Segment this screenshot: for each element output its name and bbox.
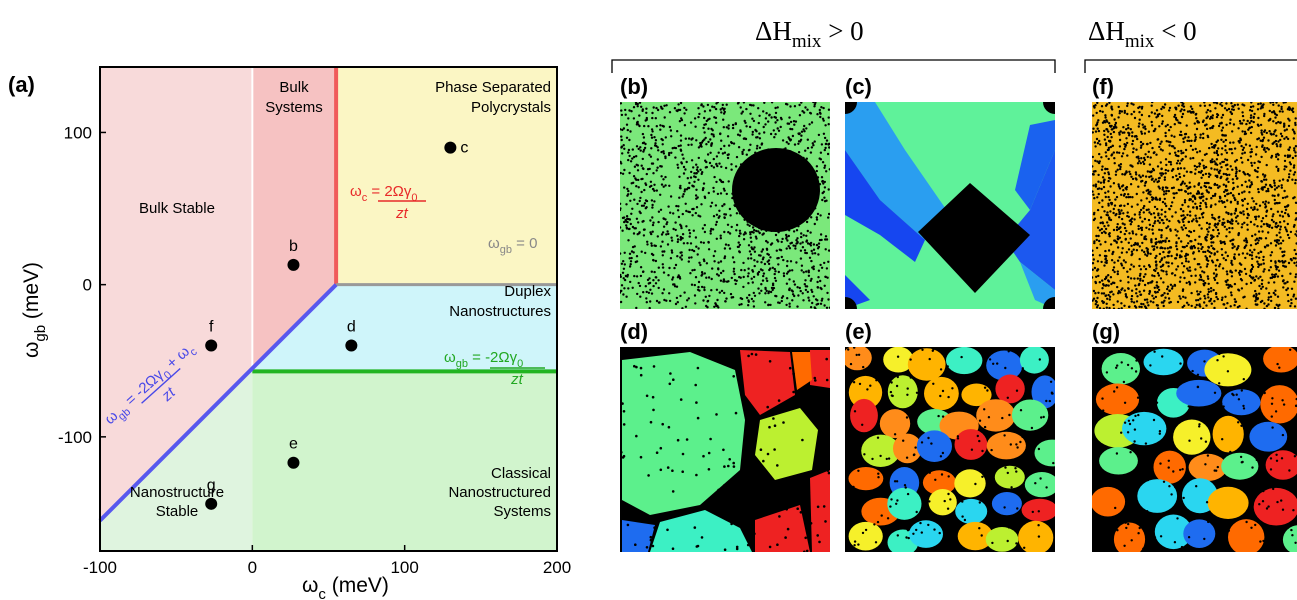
data-point-label-d: d bbox=[347, 319, 356, 336]
data-point-c bbox=[444, 141, 457, 154]
svg-text:ωgb = 0: ωgb = 0 bbox=[488, 235, 537, 256]
svg-text:ΔHmix > 0: ΔHmix > 0 bbox=[755, 16, 864, 52]
microstructure-c bbox=[845, 102, 1055, 309]
data-point-label-b: b bbox=[289, 238, 298, 255]
label-bulk-stable: Bulk Stable bbox=[139, 200, 215, 217]
label-f: (f) bbox=[1092, 74, 1114, 99]
y-axis-label: ωgb (meV) bbox=[20, 262, 49, 358]
equation-green: ωgb = -2Ωγ0 zt bbox=[444, 349, 545, 388]
data-point-d bbox=[345, 339, 358, 352]
data-point-f bbox=[205, 339, 218, 352]
data-point-label-f: f bbox=[209, 319, 214, 336]
label-g: (g) bbox=[1092, 319, 1120, 344]
x-tick-label: 200 bbox=[543, 558, 571, 577]
label-c: (c) bbox=[845, 74, 872, 99]
region-duplex bbox=[252, 284, 558, 372]
data-point-label-g: g bbox=[207, 477, 216, 494]
header-positive: ΔHmix > 0 bbox=[611, 16, 1056, 73]
svg-text:ΔHmix < 0: ΔHmix < 0 bbox=[1088, 16, 1197, 52]
label-e: (e) bbox=[845, 319, 872, 344]
label-d: (d) bbox=[620, 319, 648, 344]
label-nano-stable-2: Stable bbox=[156, 503, 199, 520]
svg-text:zt: zt bbox=[510, 371, 524, 388]
equation-wc: ωc = 2Ωγ0 zt bbox=[350, 183, 426, 222]
label-nano-stable-1: Nanostructure bbox=[130, 484, 224, 501]
data-point-b bbox=[287, 258, 300, 271]
microstructure-f bbox=[1092, 102, 1297, 309]
label-duplex-1: Duplex bbox=[504, 283, 551, 300]
svg-text:zt: zt bbox=[395, 205, 409, 222]
label-phase-sep-2: Polycrystals bbox=[471, 99, 551, 116]
header-negative: ΔHmix < 0 bbox=[1084, 16, 1297, 73]
x-axis-label: ωc (meV) bbox=[302, 574, 389, 600]
svg-text:ωgb = -2Ωγ0: ωgb = -2Ωγ0 bbox=[444, 349, 523, 370]
label-bulk-systems-2: Systems bbox=[265, 99, 323, 116]
label-classical-1: Classical bbox=[491, 465, 551, 482]
boundary-blue bbox=[98, 283, 338, 522]
data-points: b c d e f g bbox=[205, 140, 468, 510]
x-tick-label: -100 bbox=[83, 558, 117, 577]
data-point-g bbox=[205, 497, 218, 510]
y-tick-label: -100 bbox=[58, 428, 92, 447]
panel-a-label: (a) bbox=[8, 72, 35, 97]
label-duplex-2: Nanostructures bbox=[449, 303, 551, 320]
x-tick-label: 0 bbox=[248, 558, 257, 577]
x-tick-label: 100 bbox=[390, 558, 418, 577]
data-point-label-c: c bbox=[460, 140, 468, 157]
label-classical-3: Systems bbox=[493, 503, 551, 520]
region-bulk-systems bbox=[252, 67, 337, 369]
x-ticks: -100 0 100 200 bbox=[83, 545, 571, 577]
y-tick-label: 100 bbox=[64, 123, 92, 142]
label-classical-2: Nanostructured bbox=[448, 484, 551, 501]
plot-frame bbox=[99, 66, 558, 552]
y-ticks: 100 0 -100 bbox=[58, 123, 106, 447]
svg-text:ωc = 2Ωγ0: ωc = 2Ωγ0 bbox=[350, 183, 418, 204]
label-bulk-systems-1: Bulk bbox=[279, 79, 309, 96]
microstructure-b bbox=[620, 102, 830, 309]
region-phase-separated bbox=[336, 67, 557, 285]
microstructure-d bbox=[620, 347, 830, 552]
panel-a: (a) -100 0 100 200 100 0 -100 ωc (meV) ωgb (m… bbox=[8, 66, 571, 600]
label-phase-sep-1: Phase Separated bbox=[435, 79, 551, 96]
y-tick-label: 0 bbox=[83, 276, 92, 295]
microstructure-g bbox=[1092, 347, 1297, 552]
microstructure-e bbox=[845, 347, 1055, 552]
data-point-e bbox=[287, 456, 300, 469]
label-b: (b) bbox=[620, 74, 648, 99]
region-bulk-stable bbox=[100, 67, 253, 521]
region-classical bbox=[252, 371, 558, 551]
data-point-label-e: e bbox=[289, 436, 298, 453]
equation-wgb-zero: ωgb = 0 bbox=[488, 235, 537, 256]
